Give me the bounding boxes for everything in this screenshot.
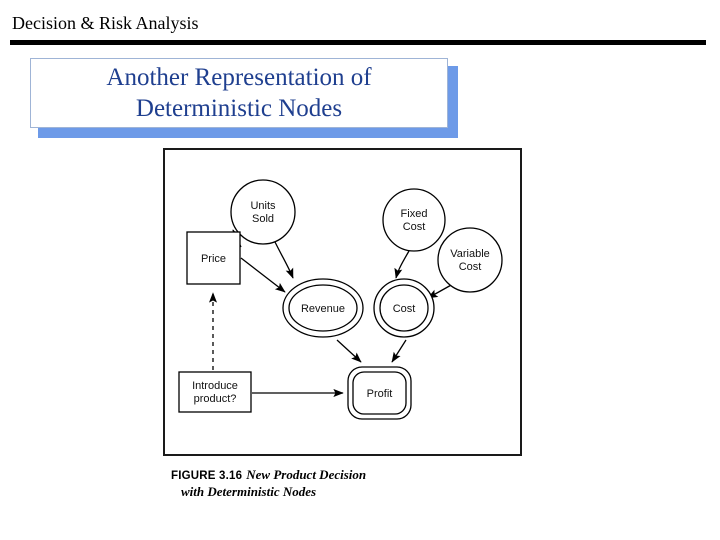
edge-cost-to-profit <box>391 339 407 363</box>
slide-title-line-1: Another Representation of <box>106 64 372 91</box>
node-fixed-cost[interactable]: Fixed Cost <box>382 188 446 252</box>
node-variable-cost-label-2: Cost <box>459 261 482 273</box>
node-introduce-product-label-2: product? <box>194 393 237 405</box>
node-units-sold-label-2: Sold <box>252 213 274 225</box>
node-introduce-product[interactable]: Introduce product? <box>178 371 252 413</box>
node-fixed-cost-label-1: Fixed <box>401 208 428 220</box>
node-profit-label: Profit <box>367 388 393 400</box>
figure-frame: Units Sold Fixed Cost Variable Cost Pric… <box>163 148 522 456</box>
node-revenue[interactable]: Revenue <box>282 278 364 338</box>
node-variable-cost-label-1: Variable <box>450 248 490 260</box>
node-introduce-product-label-1: Introduce <box>192 380 238 392</box>
edge-variable-cost-to-cost <box>427 283 454 299</box>
node-fixed-cost-label-2: Cost <box>403 221 426 233</box>
title-box-body: Another Representation of Deterministic … <box>30 58 448 128</box>
node-price[interactable]: Price <box>186 231 241 285</box>
edge-revenue-to-profit <box>336 339 362 363</box>
page-title: Decision & Risk Analysis <box>12 13 199 33</box>
node-revenue-label: Revenue <box>301 303 345 315</box>
edge-units-sold-to-revenue <box>274 241 294 279</box>
node-variable-cost[interactable]: Variable Cost <box>437 227 503 293</box>
header-divider <box>10 40 706 45</box>
slide-title-line-2: Deterministic Nodes <box>135 95 343 122</box>
figure-number: FIGURE 3.16 <box>171 470 243 482</box>
edge-fixed-cost-to-cost <box>394 250 410 279</box>
figure-container: Units Sold Fixed Cost Variable Cost Pric… <box>163 148 523 520</box>
node-price-label: Price <box>201 253 226 265</box>
figure-caption-line-2: with Deterministic Nodes <box>181 484 317 499</box>
node-cost-label: Cost <box>393 303 416 315</box>
figure-caption: FIGURE 3.16 New Product Decision with De… <box>171 466 501 500</box>
edge-price-to-revenue <box>240 257 286 293</box>
node-cost[interactable]: Cost <box>373 278 435 338</box>
slide-title-box: Another Representation of Deterministic … <box>30 58 458 138</box>
node-profit[interactable]: Profit <box>347 366 412 420</box>
influence-diagram: Units Sold Fixed Cost Variable Cost Pric… <box>178 179 503 420</box>
figure-caption-line-1: New Product Decision <box>246 467 367 482</box>
node-units-sold[interactable]: Units Sold <box>230 179 296 245</box>
slide-header: Decision & Risk Analysis <box>10 12 708 50</box>
node-units-sold-label-1: Units <box>250 200 276 212</box>
